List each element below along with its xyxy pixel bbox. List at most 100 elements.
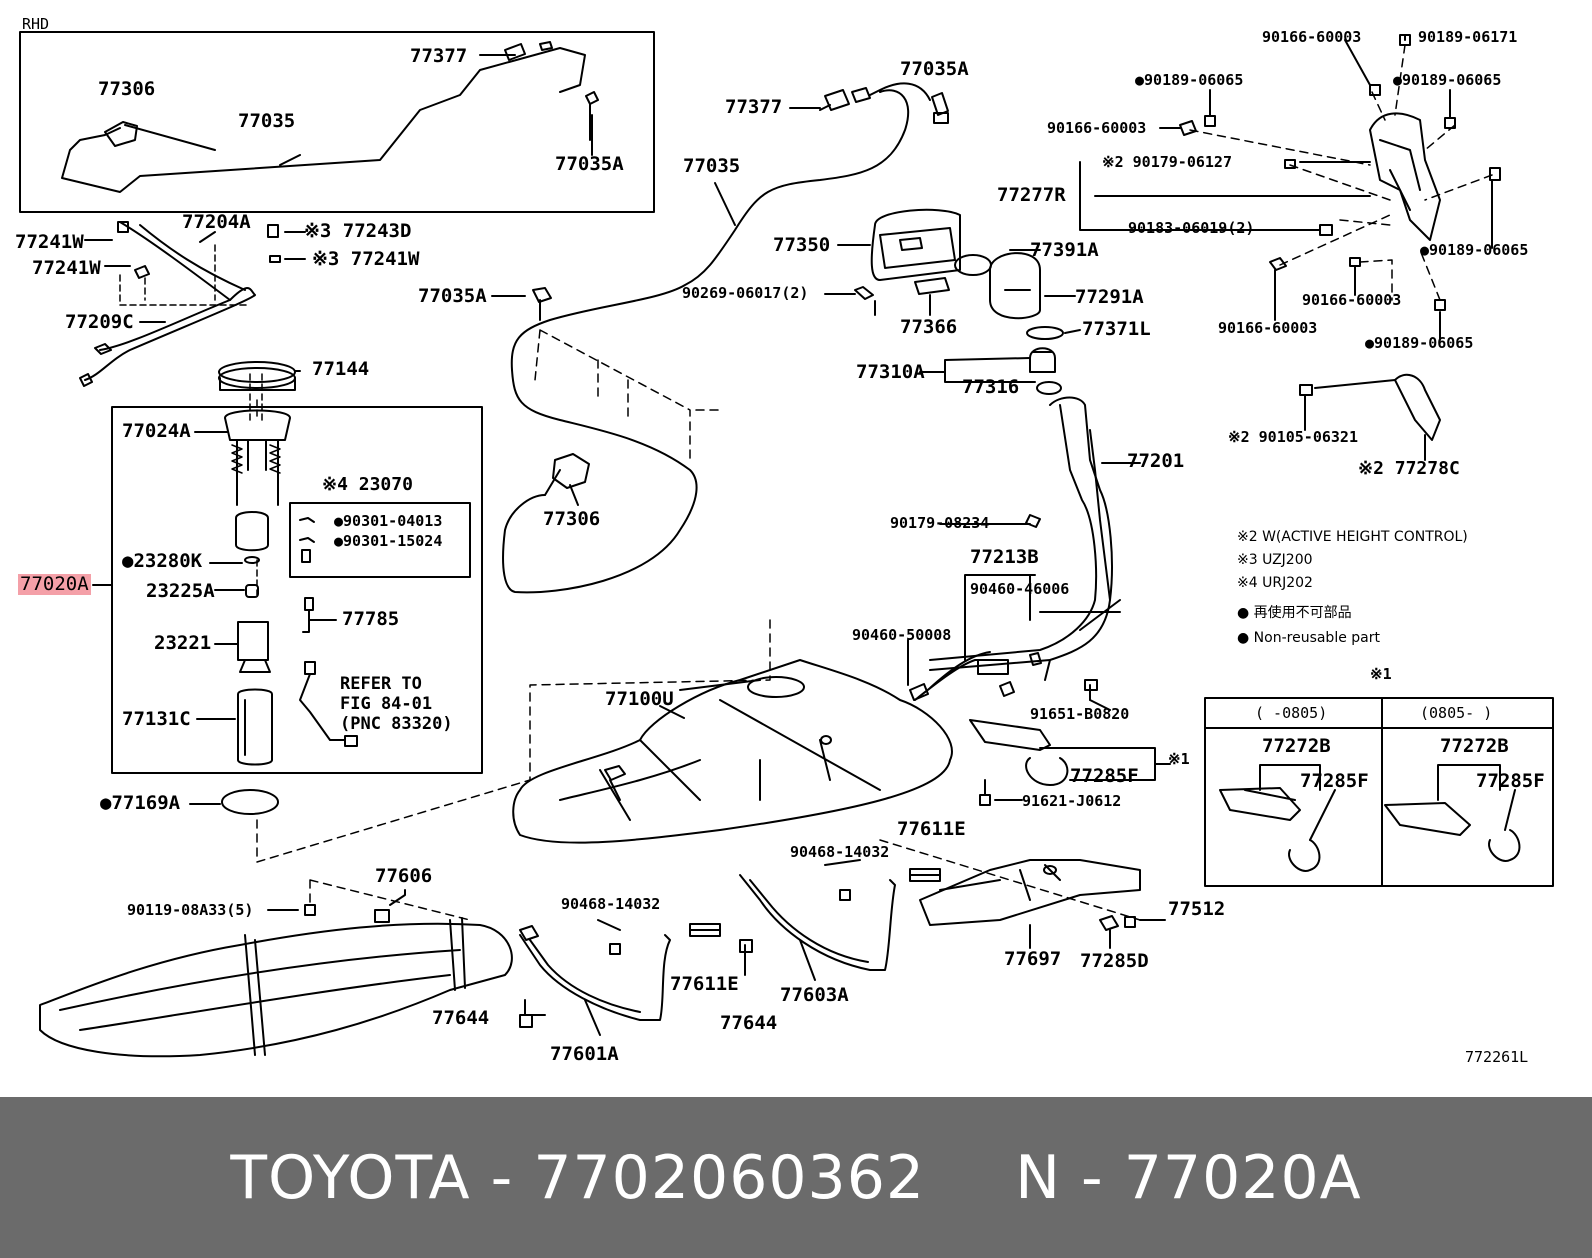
clamp-77285f	[1025, 757, 1069, 786]
case-77131c	[237, 688, 273, 766]
variant-bracket-2	[1384, 802, 1471, 836]
filler-pipe-77201	[929, 396, 1113, 671]
part-label[interactable]: 77201	[1127, 450, 1185, 472]
part-label[interactable]: 77306	[543, 508, 601, 530]
strap-77601a	[519, 934, 671, 1021]
part-label[interactable]: ※2 90105-06321	[1228, 428, 1358, 446]
part-label[interactable]: 77377	[725, 96, 783, 118]
part-label[interactable]: 77035	[683, 155, 741, 177]
part-label[interactable]: 90166-60003	[1262, 28, 1362, 46]
part-label[interactable]: 77285D	[1080, 950, 1149, 972]
part-label[interactable]: 77272B	[1440, 735, 1509, 757]
part-label[interactable]: 77035A	[418, 285, 487, 307]
part-label[interactable]: 77241W	[32, 257, 101, 279]
part-label[interactable]: 77391A	[1030, 239, 1099, 261]
part-label[interactable]: 77291A	[1075, 286, 1144, 308]
part-label[interactable]: 77285F	[1300, 770, 1369, 792]
part-label[interactable]: 90468-14032	[790, 843, 890, 861]
part-label[interactable]: 77350	[773, 234, 831, 256]
part-label[interactable]: ●90189-06065	[1393, 71, 1502, 89]
footer-bar: TOYOTA - 7702060362 N - 77020A	[0, 1097, 1592, 1258]
part-label[interactable]: 77306	[98, 78, 156, 100]
part-label[interactable]: 91651-B0820	[1030, 705, 1130, 723]
protector-77606	[39, 922, 513, 1058]
part-label[interactable]: 77035A	[900, 58, 969, 80]
part-label[interactable]: 90183-06019(2)	[1128, 219, 1255, 237]
part-label[interactable]: 77131C	[122, 708, 191, 730]
rhd-clip	[585, 91, 599, 141]
part-label[interactable]: ※3 77243D	[304, 220, 412, 242]
part-label[interactable]: 77035	[238, 110, 296, 132]
part-label[interactable]: 77213B	[970, 546, 1039, 568]
part-label[interactable]: 77512	[1168, 898, 1226, 920]
diagram-linework	[19, 31, 1554, 1058]
part-label[interactable]: 91621-J0612	[1022, 792, 1122, 810]
part-label[interactable]: 23225A	[146, 580, 215, 602]
part-label[interactable]: 77611E	[670, 973, 739, 995]
part-label[interactable]: ●90189-06065	[1420, 241, 1529, 259]
part-label[interactable]: 90189-06171	[1418, 28, 1518, 46]
part-label[interactable]: ※2 77278C	[1358, 458, 1460, 479]
part-label[interactable]: ※3 77241W	[312, 248, 420, 270]
part-label[interactable]: 77277R	[997, 184, 1066, 206]
part-label[interactable]: 77697	[1004, 948, 1062, 970]
part-label[interactable]: 90468-14032	[561, 895, 661, 913]
part-label[interactable]: 90179-08234	[890, 514, 990, 532]
part-label[interactable]: 77371L	[1082, 318, 1151, 340]
bracket-77272b	[969, 719, 1051, 751]
part-label[interactable]: 90166-60003	[1047, 119, 1147, 137]
part-label[interactable]: 77366	[900, 316, 958, 338]
highlighted-part-label[interactable]: 77020A	[18, 573, 91, 595]
part-label[interactable]: 77644	[432, 1007, 490, 1029]
part-label[interactable]: ※2 90179-06127	[1102, 153, 1232, 171]
part-label[interactable]: ●77169A	[100, 792, 181, 814]
part-label[interactable]: 23221	[154, 632, 212, 654]
rhd-connector	[504, 41, 553, 61]
note-mark: ※1	[1370, 665, 1392, 683]
part-label[interactable]: 77285F	[1476, 770, 1545, 792]
part-label[interactable]: ●23280K	[122, 550, 203, 572]
part-label[interactable]: 77272B	[1262, 735, 1331, 757]
part-label[interactable]: 77209C	[65, 311, 134, 333]
part-label[interactable]: 90166-60003	[1302, 291, 1402, 309]
part-label[interactable]: 77644	[720, 1012, 778, 1034]
part-label[interactable]: 77204A	[182, 211, 251, 233]
strap-77603a	[739, 874, 896, 971]
part-label[interactable]: 77035A	[555, 153, 624, 175]
legend-line: ※3 UZJ200	[1237, 552, 1313, 568]
part-label[interactable]: 77144	[312, 358, 370, 380]
part-label[interactable]: 77785	[342, 608, 400, 630]
part-label[interactable]: 77310A	[856, 361, 925, 383]
cushion-23225a	[245, 584, 259, 598]
variant-range: ( -0805)	[1255, 704, 1328, 722]
part-label[interactable]: ●90301-04013	[334, 512, 443, 530]
pump-bracket-77024a	[224, 409, 291, 441]
part-label[interactable]: 77377	[410, 45, 468, 67]
part-label[interactable]: 77241W	[15, 231, 84, 253]
part-label[interactable]: 90166-60003	[1218, 319, 1318, 337]
rhd-sender-unit	[104, 121, 138, 147]
refer-line-2[interactable]: FIG 84-01	[340, 694, 433, 714]
part-label[interactable]: 90119-08A33(5)	[127, 901, 254, 919]
part-label[interactable]: ●90301-15024	[334, 532, 443, 550]
pump-23221	[237, 621, 271, 673]
part-label[interactable]: 77606	[375, 865, 433, 887]
pump-assembly-frame	[111, 406, 483, 774]
part-label[interactable]: 77100U	[605, 688, 674, 710]
part-label[interactable]: 77603A	[780, 984, 849, 1006]
variant-frame	[1204, 697, 1554, 887]
part-label[interactable]: 77024A	[122, 420, 191, 442]
door-77350	[870, 208, 961, 281]
part-label[interactable]: 77285F	[1070, 765, 1139, 787]
part-label[interactable]: 90460-50008	[852, 626, 952, 644]
part-label[interactable]: 90460-46006	[970, 580, 1070, 598]
part-label[interactable]: ●90189-06065	[1135, 71, 1244, 89]
figure-code: 772261L	[1465, 1048, 1529, 1066]
part-label[interactable]: ●90189-06065	[1365, 334, 1474, 352]
variant-range: (0805- )	[1420, 704, 1493, 722]
part-label[interactable]: ※4 23070	[322, 474, 413, 495]
part-label[interactable]: 77601A	[550, 1043, 619, 1065]
part-label[interactable]: 77316	[962, 376, 1020, 398]
part-label[interactable]: 77611E	[897, 818, 966, 840]
part-label[interactable]: 90269-06017(2)	[682, 284, 809, 302]
